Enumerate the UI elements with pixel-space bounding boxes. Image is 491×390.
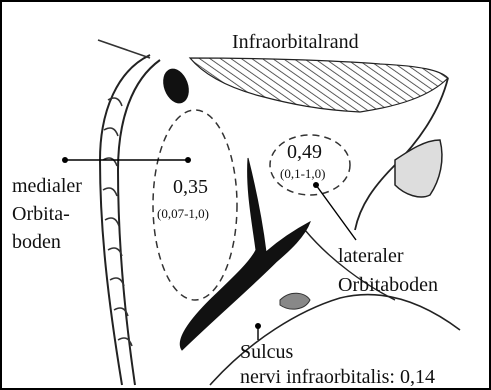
lateral-floor-label-2: Orbitaboden [338,274,438,296]
medial-floor-label-3: boden [12,231,61,253]
infraorbital-rim-hatched [190,58,448,112]
sulcus-label-1: Sulcus [240,341,294,363]
foramen [159,65,194,107]
lateral-floor-label-1: lateraler [338,245,404,267]
lateral-leader-dot [313,182,319,188]
medial-wall-segments [103,98,132,346]
infraorbital-rim-label: Infraorbitalrand [232,31,359,53]
sulcus-leader-dot [255,323,261,329]
lateral-floor-range: (0,1-1,0) [280,166,326,181]
sulcus-label-2: nervi infraorbitalis: 0,14 [240,366,435,388]
lateral-leader-line [316,185,356,240]
medial-floor-region [153,110,237,300]
medial-leader-dot-right [185,157,191,163]
lower-blob [280,293,310,309]
lateral-floor-value: 0,49 [287,141,322,163]
medial-floor-range: (0,07-1,0) [157,206,209,221]
medial-floor-label-1: medialer [12,175,82,197]
medial-wall-outline [100,55,160,385]
lateral-process [395,140,442,197]
medial-leader-dot-left [62,157,68,163]
medial-floor-value: 0,35 [173,176,208,198]
upper-left-ridge [98,40,150,58]
medial-floor-label-2: Orbita- [12,203,70,225]
